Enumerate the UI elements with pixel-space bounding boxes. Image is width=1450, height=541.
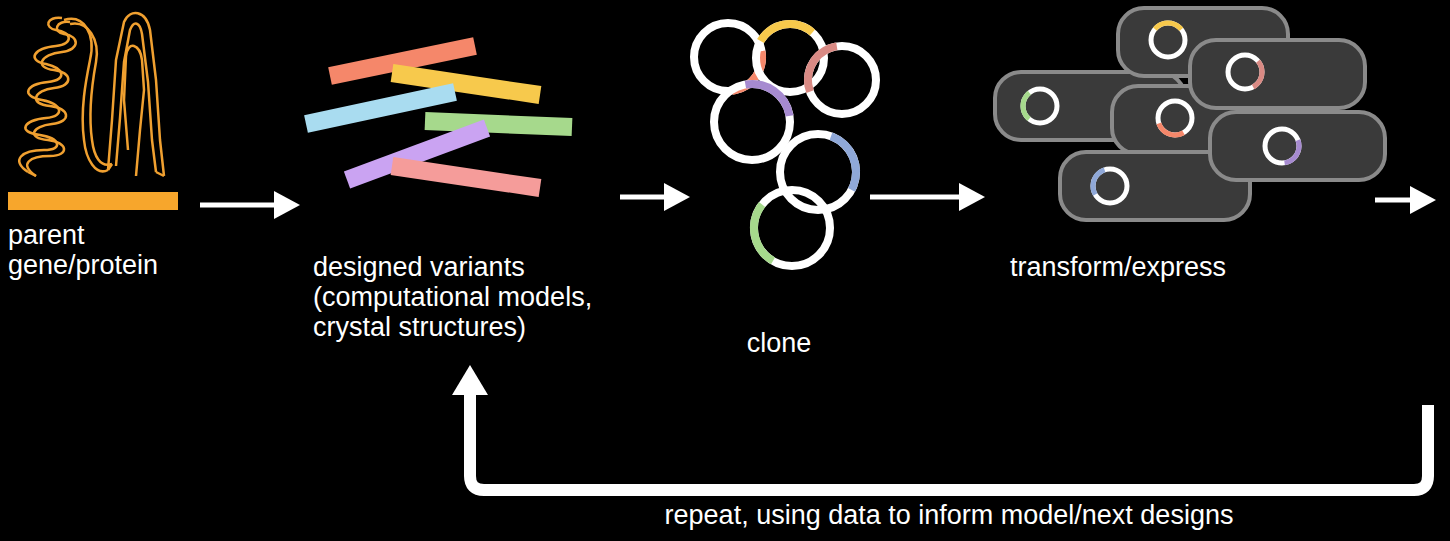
drawing-part [28,164,164,176]
cell [1210,112,1385,180]
drawing-part [1016,82,1064,130]
arrow-line [870,195,965,200]
drawing-part [19,18,69,172]
stage-group: transform/express [990,5,1370,295]
flow-arrow [870,183,985,211]
cell [1190,40,1365,108]
drawing-part [1190,40,1365,108]
drawing-part [27,22,76,176]
drawing-part [740,176,844,280]
cells [995,8,1385,220]
stage-label: designed variants (computational models,… [313,252,613,343]
drawing-part [1260,124,1304,168]
loop-label: repeat, using data to inform model/next … [661,500,1238,530]
drawing-part [70,23,112,164]
drawing-part [1210,112,1385,180]
stage-group: parent gene/protein [5,10,195,300]
flow-arrow [200,191,300,219]
flow-arrow [452,186,1436,490]
drawing-part [744,12,837,105]
drawing-part [64,19,108,171]
protein-ribbon [19,13,164,176]
variant-bar [392,166,540,188]
variant-bar [425,121,572,127]
arrowhead [452,365,488,395]
variant-bars [306,46,572,188]
plasmids [689,12,886,280]
arrowhead [959,183,985,211]
drawing-part [1152,95,1198,141]
drawing-part [1221,48,1269,96]
arrowhead [664,183,690,211]
gene-bar [8,192,178,210]
drawing-part [769,123,866,220]
arrow-line [200,203,280,208]
drawing-part [798,36,885,123]
arrow-line [620,195,670,200]
stage-label: parent gene/protein [8,220,193,280]
arrowhead [274,191,300,219]
stage-group: clone [695,5,865,366]
loop-line [470,391,1428,490]
stage-label: transform/express [1010,252,1368,282]
flow-arrow [620,183,690,211]
arrowhead [1410,186,1436,214]
drawing-part [1087,163,1133,209]
drawing-part [124,46,144,176]
drawing-part [108,13,164,176]
stage-group: designed variants (computational models,… [305,30,615,360]
drawing-part [1144,16,1192,64]
stage-label: clone [695,328,863,358]
arrow-line [1375,198,1416,203]
